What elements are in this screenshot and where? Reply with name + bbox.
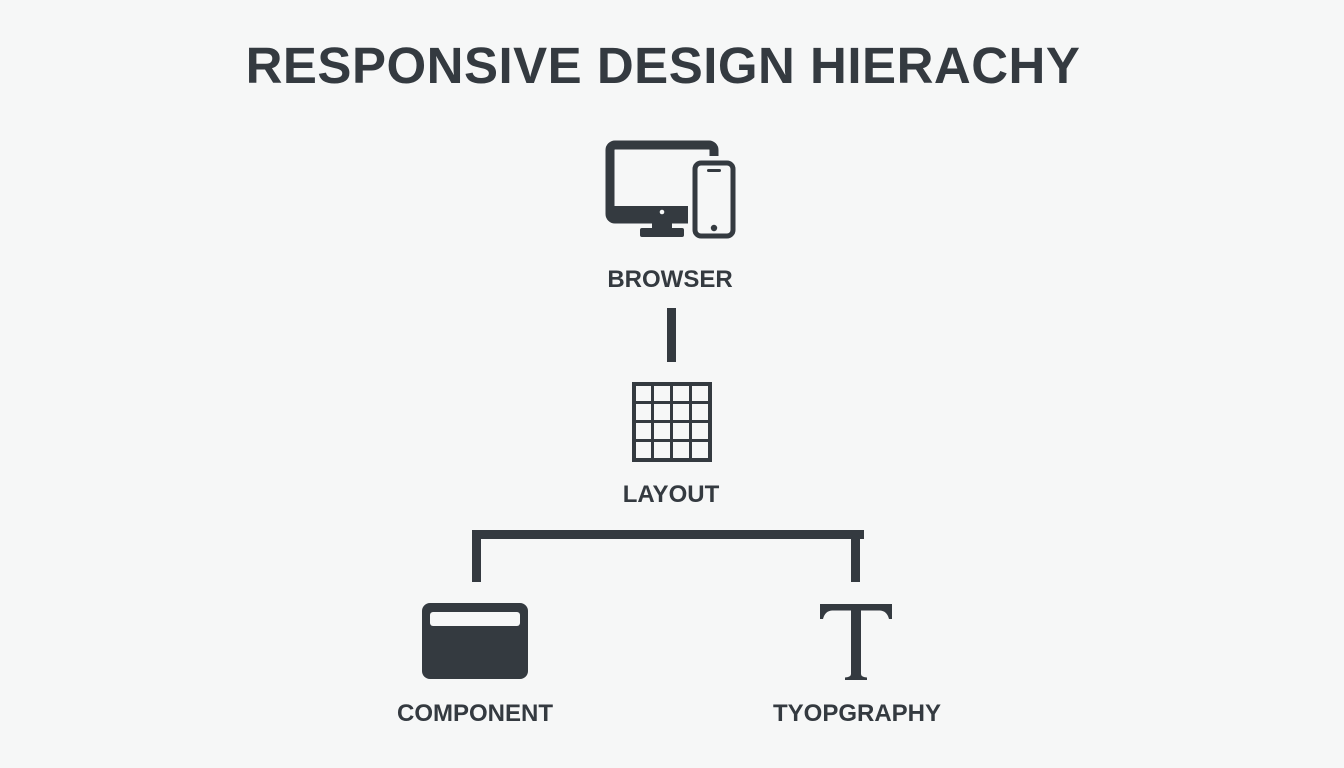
typography-label: TYOPGRAPHY: [772, 700, 942, 727]
grid-icon: [632, 382, 712, 462]
diagram-title: RESPONSIVE DESIGN HIERACHY: [245, 37, 1081, 94]
connector-browser-layout: [664, 308, 680, 364]
layout-label: LAYOUT: [622, 481, 720, 508]
devices-icon: [604, 140, 738, 242]
serif-t-icon: [818, 602, 894, 680]
connector-layout-children: [468, 528, 868, 584]
browser-label: BROWSER: [607, 266, 733, 293]
card-icon: [421, 602, 529, 680]
component-label: COMPONENT: [397, 700, 553, 727]
